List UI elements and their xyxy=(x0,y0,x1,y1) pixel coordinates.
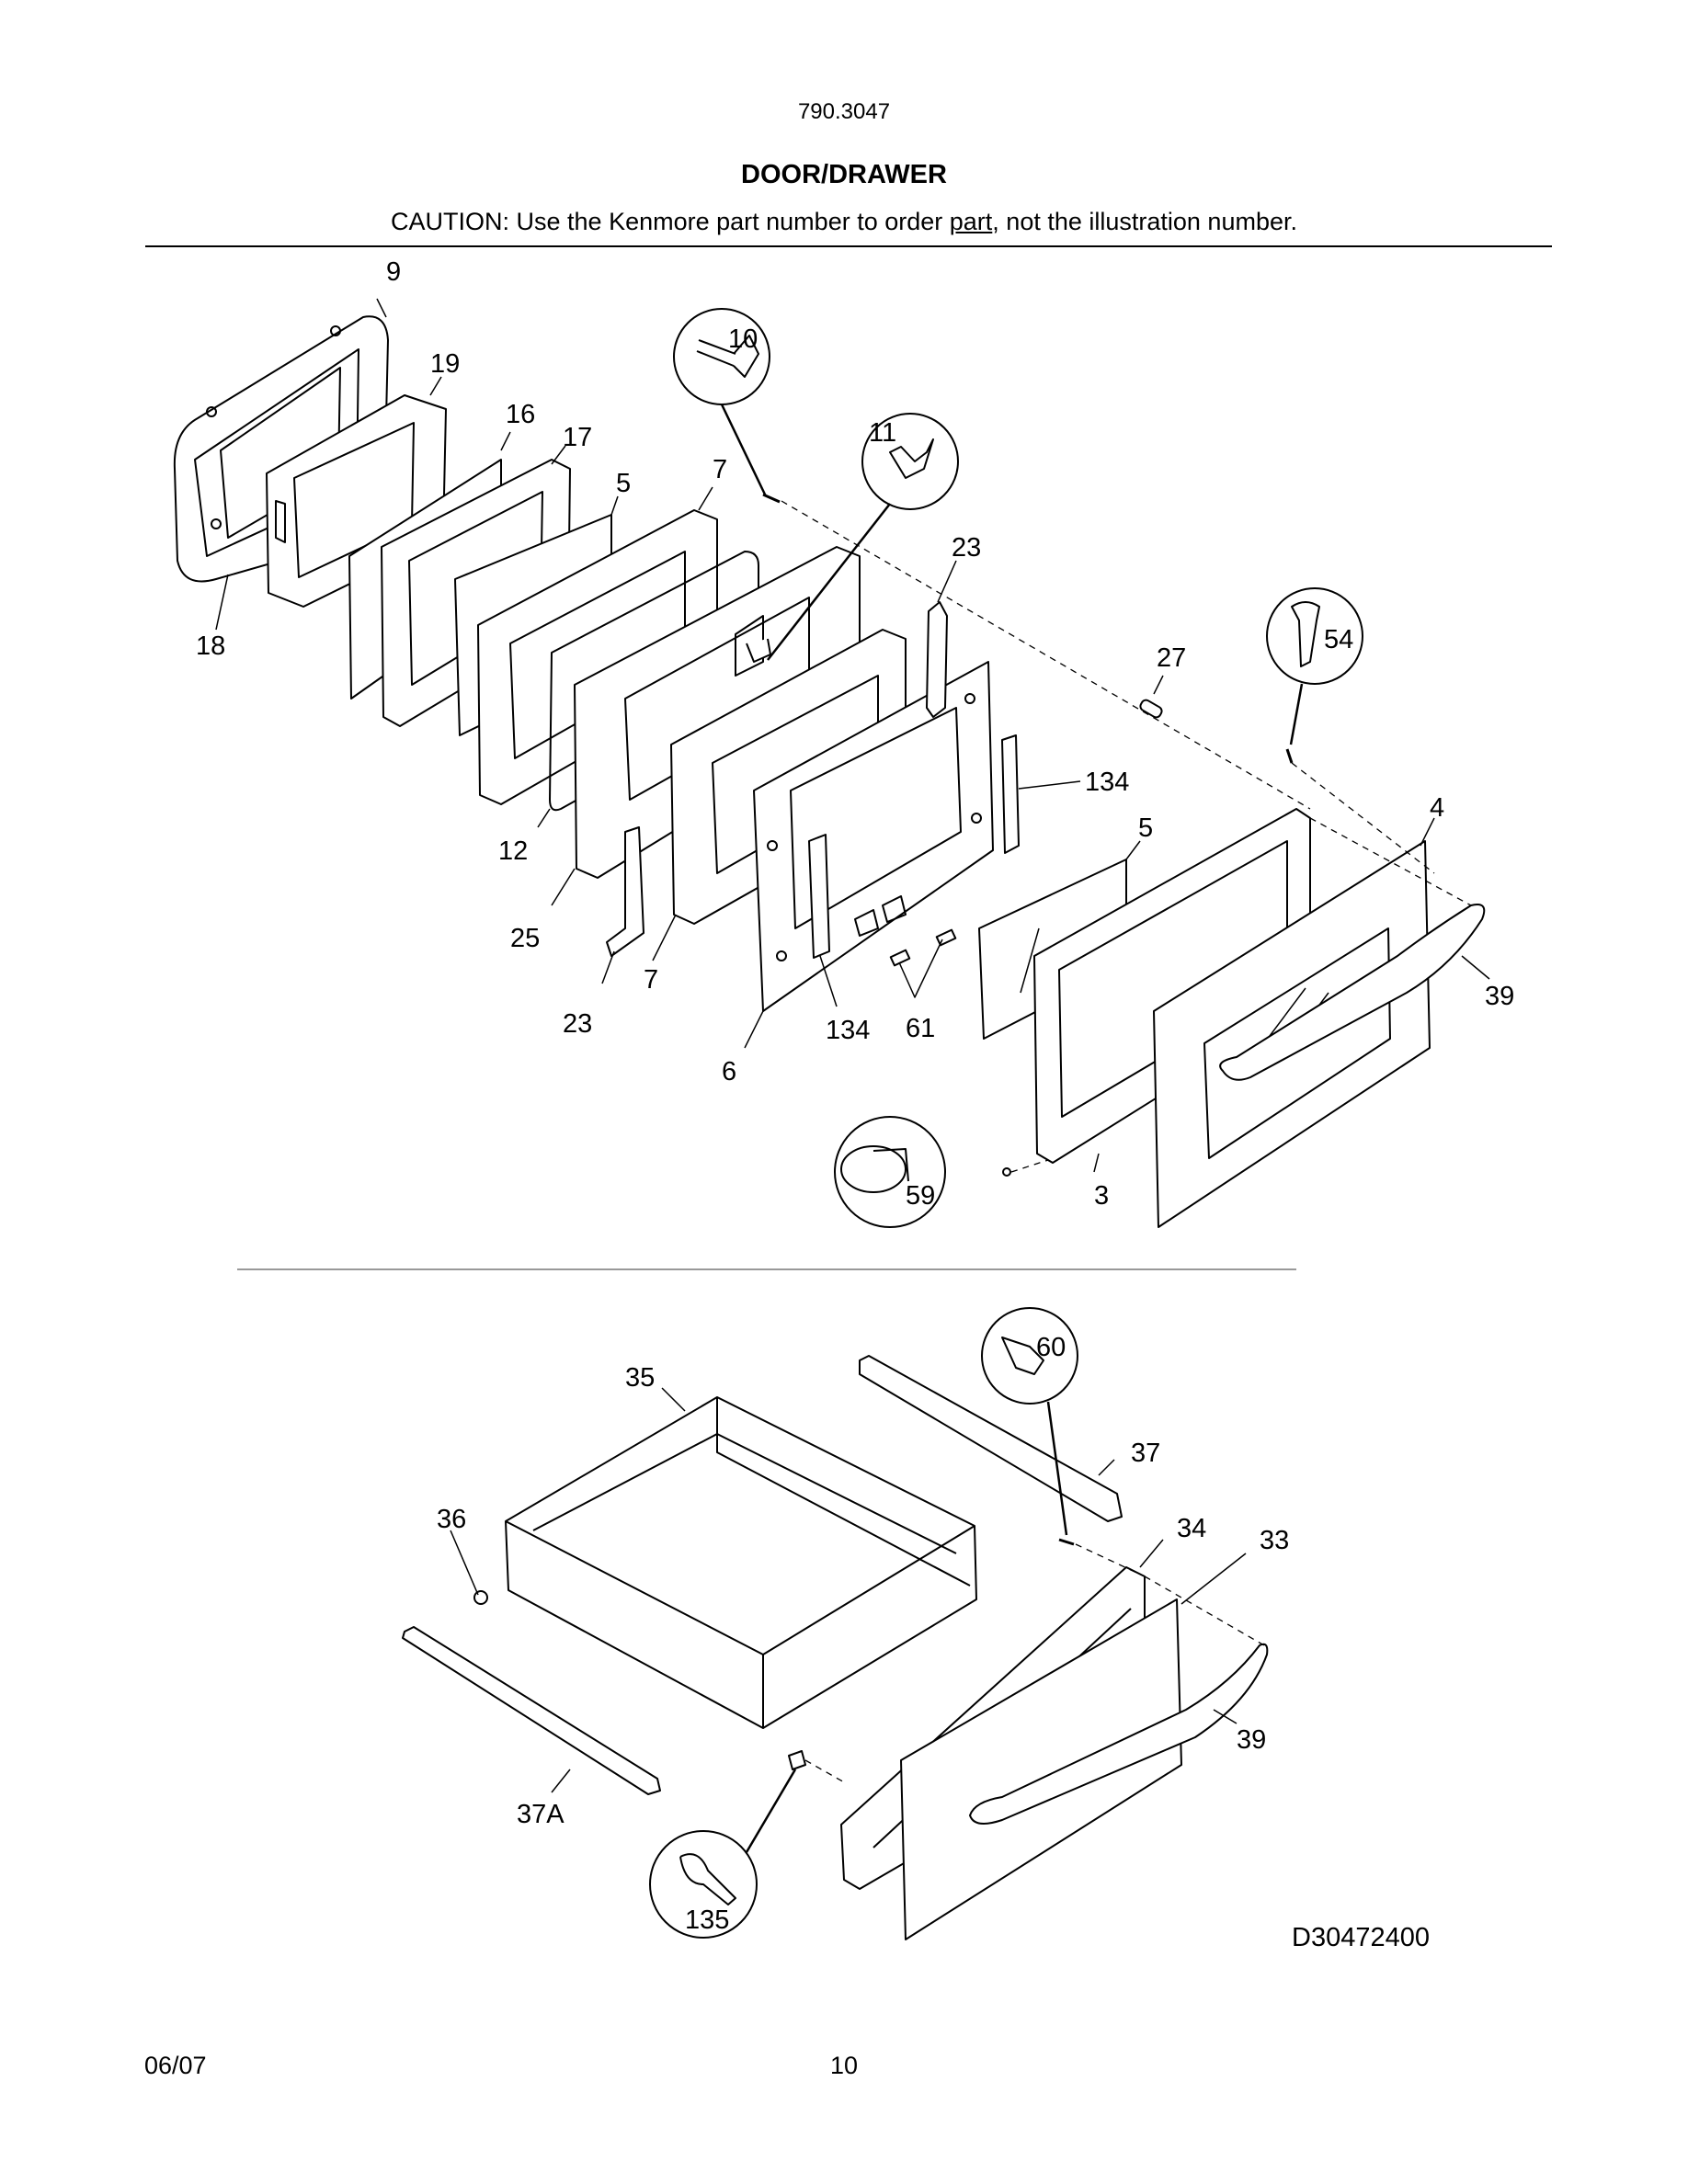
screw-54 xyxy=(1285,748,1294,764)
callout-33: 33 xyxy=(1260,1526,1289,1555)
callout-23: 23 xyxy=(952,533,981,563)
drawer-outer-panel xyxy=(900,1598,1182,1940)
drawer-slide-right xyxy=(859,1355,1123,1522)
caution-text-end: , not the illustration number. xyxy=(992,208,1297,235)
callout-37A: 37A xyxy=(517,1800,565,1829)
drawing-number: D30472400 xyxy=(1292,1923,1430,1952)
callout-25: 25 xyxy=(510,924,540,953)
callout-59: 59 xyxy=(906,1181,935,1211)
drawer-box xyxy=(505,1396,977,1729)
hinge-upper xyxy=(926,601,948,718)
callout-135: 135 xyxy=(685,1905,729,1935)
hinge-bracket-left xyxy=(808,834,830,959)
footer-date: 06/07 xyxy=(144,2052,207,2079)
callout-16: 16 xyxy=(506,400,535,429)
callout-39-drawer: 39 xyxy=(1237,1725,1266,1755)
model-number: 790.3047 xyxy=(797,99,891,124)
page-title: DOOR/DRAWER xyxy=(741,160,947,189)
bumper-59 xyxy=(1002,1167,1011,1177)
zoom-circle-11 xyxy=(767,413,959,661)
clip-a xyxy=(889,949,911,967)
drawer-callouts: 60 35 37 36 34 33 39 37A 135 xyxy=(437,1333,1289,1935)
zoom-circle-10 xyxy=(673,308,770,497)
callout-7: 7 xyxy=(713,455,727,484)
caution-text-start: CAUTION: Use the Kenmore part number to … xyxy=(391,208,950,235)
callout-36: 36 xyxy=(437,1505,466,1534)
callout-9: 9 xyxy=(386,257,401,287)
zoom-circle-54 xyxy=(1266,587,1363,745)
callout-5b: 5 xyxy=(1138,813,1153,843)
callout-34: 34 xyxy=(1177,1514,1206,1543)
header-rule xyxy=(145,245,1552,247)
spacer-27 xyxy=(1139,699,1163,719)
callout-12: 12 xyxy=(498,836,528,866)
caution-text-underlined: part xyxy=(949,208,993,235)
door-handle xyxy=(1219,904,1486,1081)
door-callouts: 9 19 16 17 5 7 10 11 23 18 27 54 134 5 4… xyxy=(196,257,1514,1211)
callout-61: 61 xyxy=(906,1014,935,1043)
page-number: 10 xyxy=(829,2052,859,2079)
callout-60: 60 xyxy=(1036,1333,1066,1362)
zoom-circle-135 xyxy=(649,1769,797,1939)
callout-134: 134 xyxy=(1085,768,1129,797)
callout-39: 39 xyxy=(1485,982,1514,1011)
drawer-slide-left xyxy=(402,1626,661,1795)
drawer-handle xyxy=(969,1643,1269,1825)
callout-54: 54 xyxy=(1324,625,1353,654)
hinge-bracket-right xyxy=(1001,734,1020,854)
callout-11: 11 xyxy=(869,418,896,448)
screw-60 xyxy=(1058,1538,1075,1546)
zoom-circle-59 xyxy=(834,1116,946,1228)
callout-19: 19 xyxy=(430,349,460,379)
callout-4: 4 xyxy=(1430,793,1444,823)
bumper-36 xyxy=(473,1590,488,1605)
callout-7b: 7 xyxy=(644,965,658,995)
caution-note: CAUTION: Use the Kenmore part number to … xyxy=(0,208,1688,236)
bracket-11 xyxy=(746,638,771,663)
callout-10: 10 xyxy=(728,324,758,354)
zoom-circle-60 xyxy=(981,1307,1078,1536)
callout-27: 27 xyxy=(1157,643,1186,673)
stud-135 xyxy=(788,1750,806,1770)
callout-134b: 134 xyxy=(826,1016,870,1045)
callout-18: 18 xyxy=(196,631,225,661)
clip-b xyxy=(935,928,957,947)
hinge-lower xyxy=(606,826,644,957)
callout-23b: 23 xyxy=(563,1009,592,1039)
callout-35: 35 xyxy=(625,1363,655,1393)
callout-37: 37 xyxy=(1131,1439,1160,1468)
callout-6: 6 xyxy=(722,1057,736,1086)
callout-5: 5 xyxy=(616,469,631,498)
callout-3: 3 xyxy=(1094,1181,1109,1211)
callout-17: 17 xyxy=(563,423,592,452)
